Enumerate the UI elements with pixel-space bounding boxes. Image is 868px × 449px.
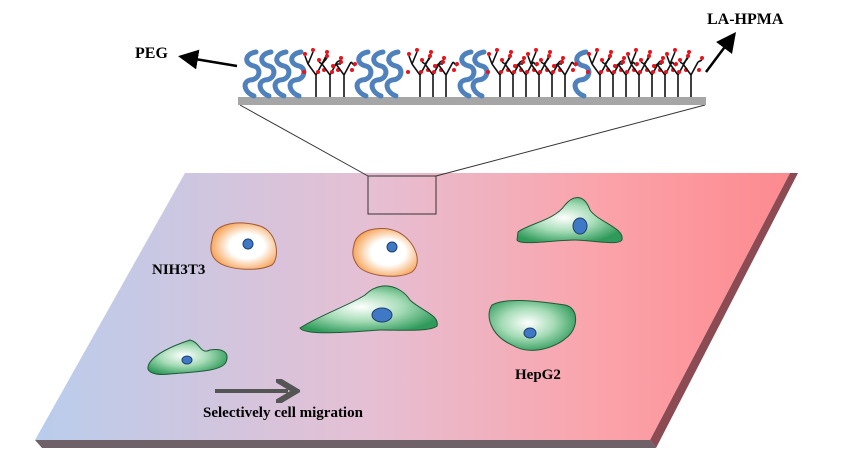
nih3t3-cell: [210, 222, 277, 270]
hepg2-cell: [147, 339, 228, 375]
la-hpma-chain: [651, 60, 678, 97]
la-hpma-chain: [316, 54, 343, 97]
la-hpma-chain: [432, 60, 459, 97]
peg-chain: [384, 49, 404, 99]
peg-chain: [572, 49, 592, 99]
polymer-brushes: [242, 48, 704, 99]
la-hpma-chain: [586, 48, 613, 97]
migration-label: Selectively cell migration: [203, 405, 363, 421]
la-hpma-chain: [612, 60, 639, 97]
hepg2-label: HepG2: [515, 367, 561, 383]
la-hpma-chain: [525, 48, 552, 97]
peg-label: PEG: [135, 45, 168, 62]
peg-chain: [257, 49, 277, 99]
hepg2-cell: [488, 299, 577, 351]
surface-strip: [238, 97, 706, 105]
la-hpma-chain: [625, 48, 652, 97]
nih3t3-label: NIH3T3: [152, 262, 206, 278]
peg-chain: [457, 49, 477, 99]
peg-chain: [354, 49, 374, 99]
la-hpma-label: LA-HPMA: [707, 11, 784, 28]
la-hpma-chain: [330, 60, 357, 97]
la-hpma-chain: [538, 54, 565, 97]
la-hpma-chain: [638, 54, 665, 97]
peg-arrow-icon: [178, 49, 238, 70]
peg-chain: [242, 49, 262, 99]
la-hpma-chain: [599, 54, 626, 97]
peg-chain: [272, 49, 292, 99]
hepg2-cell: [516, 197, 623, 244]
la-hpma-chain: [499, 54, 526, 97]
la-hpma-chain: [486, 48, 513, 97]
la-hpma-chain: [512, 60, 539, 97]
la-hpma-chain: [302, 48, 329, 97]
la-hpma-chain: [551, 60, 578, 97]
peg-chain: [470, 49, 490, 99]
zoom-line-right: [435, 104, 706, 177]
la-hpma-chain: [677, 54, 704, 97]
nih3t3-cell: [352, 228, 418, 277]
la-hpma-arrow-icon: [705, 32, 736, 73]
la-hpma-chain: [406, 48, 433, 97]
zoom-line-left: [239, 104, 369, 177]
peg-chain: [369, 49, 389, 99]
la-hpma-chain: [664, 48, 691, 97]
zoom-region-box: [367, 175, 437, 215]
hepg2-cell: [299, 285, 438, 334]
peg-chain: [287, 49, 307, 99]
